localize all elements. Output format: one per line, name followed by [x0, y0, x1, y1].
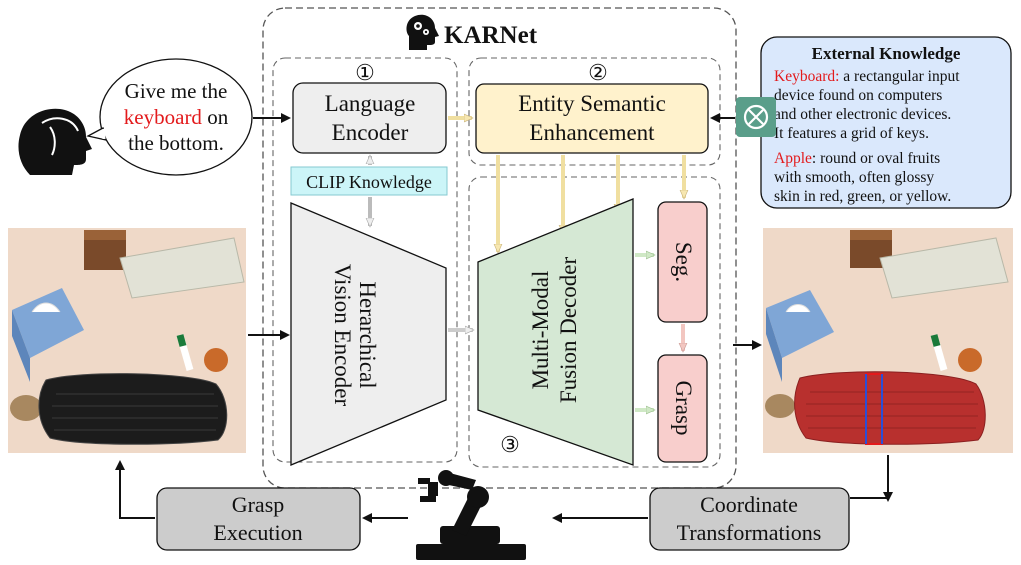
entity-enhancement-label-2: Enhancement — [529, 120, 655, 145]
coordinate-transformations-label-2: Transformations — [677, 520, 822, 545]
speech-line-3: the bottom. — [128, 131, 224, 155]
module-2-marker: ② — [588, 60, 608, 85]
grasp-execution-label-1: Grasp — [232, 492, 285, 517]
fusion-decoder-label-1: Multi-Modal — [528, 271, 553, 390]
apple-definition-line-3: skin in red, green, or yellow. — [774, 188, 951, 205]
entity-enhancement-label-1: Entity Semantic — [518, 91, 666, 116]
karnet-frame — [262, 7, 737, 489]
module-3-marker: ③ — [500, 432, 520, 457]
keyboard-definition-line-1: Keyboard: a rectangular input — [774, 68, 960, 85]
chatgpt-icon — [736, 97, 776, 137]
grasp-box — [657, 354, 708, 463]
coordinate-transformations-box — [649, 487, 850, 551]
coordinate-transformations-label-1: Coordinate — [700, 492, 798, 517]
output-scene-image — [763, 228, 1013, 453]
fusion-decoder-label-2: Fusion Decoder — [556, 257, 581, 404]
speech-line-2: keyboard on — [124, 105, 229, 129]
grasp-execution-label-2: Execution — [213, 520, 302, 545]
speech-line-2-suffix: on — [202, 105, 229, 129]
keyboard-definition-line-3: and other electronic devices. — [774, 106, 951, 123]
human-head-icon — [18, 108, 92, 175]
fusion-decoder-shape — [477, 198, 634, 466]
module-2-frame — [468, 57, 721, 166]
grasp-label: Grasp — [671, 381, 696, 436]
execution-to-image-arrow — [115, 460, 155, 519]
input-scene-image — [8, 228, 246, 453]
module-1-frame — [272, 57, 458, 463]
language-encoder-label-1: Language — [325, 91, 416, 116]
brain-icon — [406, 14, 439, 50]
output-to-transform-arrow — [850, 455, 889, 499]
robot-arm-icon — [416, 470, 526, 560]
diagram-title: KARNet — [444, 22, 538, 49]
grasp-execution-box — [156, 487, 361, 551]
external-knowledge-title: External Knowledge — [812, 44, 961, 63]
apple-definition-text-1: : round or oval fruits — [812, 150, 940, 167]
module-1-marker: ① — [355, 60, 375, 85]
keyboard-definition-line-4: It features a grid of keys. — [774, 125, 929, 142]
vision-encoder-label-2: Vision Encoder — [330, 264, 355, 407]
entity-enhancement-box — [475, 83, 709, 154]
seg-label: Seg. — [671, 242, 696, 282]
apple-term: Apple — [774, 150, 812, 167]
module-3-frame — [468, 176, 721, 468]
keyboard-term: Keyboard: — [774, 68, 839, 85]
speech-bubble — [86, 58, 253, 176]
apple-definition-line-1: Apple: round or oval fruits — [774, 150, 940, 167]
keyboard-definition-text-1: a rectangular input — [839, 68, 960, 85]
language-encoder-label-2: Encoder — [332, 120, 409, 145]
speech-line-1: Give me the — [125, 79, 228, 103]
keyboard-definition-line-2: device found on computers — [774, 87, 942, 104]
apple-definition-line-2: with smooth, often glossy — [774, 169, 934, 186]
vision-encoder-label-1: Herarchical — [355, 281, 380, 388]
speech-keyword: keyboard — [124, 105, 203, 129]
vision-encoder-shape — [290, 202, 447, 466]
clip-knowledge-label: CLIP Knowledge — [306, 172, 432, 192]
seg-box — [657, 201, 708, 323]
clip-knowledge-box — [290, 166, 448, 196]
language-encoder-box — [292, 82, 447, 154]
